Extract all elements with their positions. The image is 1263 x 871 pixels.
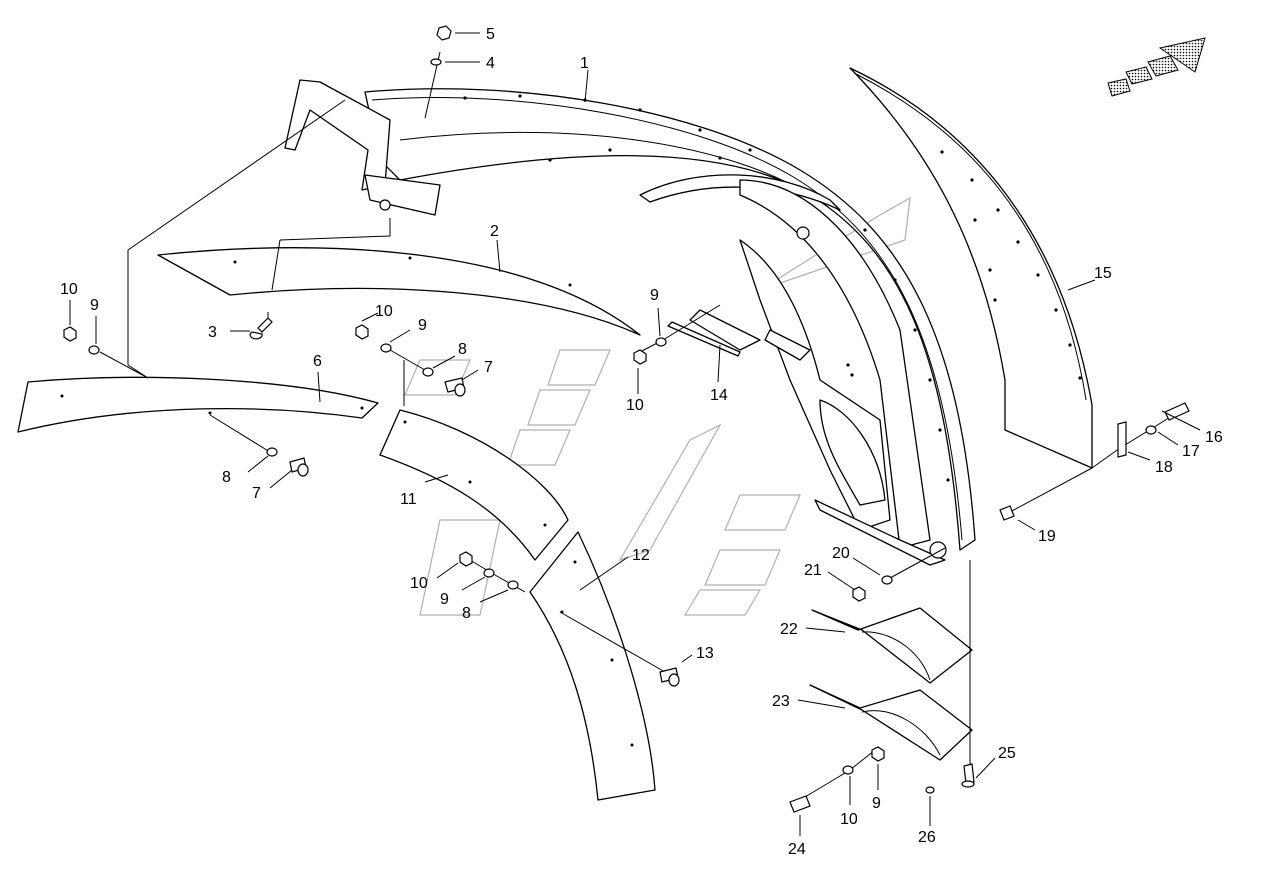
callout-3: 3: [208, 324, 217, 341]
leader-lines: [99, 51, 1186, 801]
callout-10-repeat: 10: [840, 811, 858, 828]
part-12-flap: [529, 531, 656, 801]
callout-2: 2: [490, 223, 499, 240]
callout-8-repeat: 8: [462, 605, 471, 622]
screw-25: [963, 763, 975, 785]
callout-18: 18: [1155, 459, 1173, 476]
callout-17: 17: [1182, 443, 1200, 460]
screw-3: [249, 317, 273, 340]
callout-19: 19: [1038, 528, 1056, 545]
bolt-head-7b: [454, 383, 466, 397]
plate-18: [1117, 421, 1127, 458]
nut-10b: [355, 324, 369, 340]
callout-8-repeat: 8: [458, 341, 467, 358]
callout-20: 20: [832, 545, 850, 562]
bolt-16: [1164, 402, 1190, 421]
fasteners: [63, 25, 1190, 813]
washer-4: [430, 58, 442, 66]
washer-8b: [422, 367, 434, 377]
travel-direction-arrow: [1107, 37, 1206, 97]
callout-23: 23: [772, 693, 790, 710]
callout-10: 10: [60, 281, 78, 298]
callout-10-repeat: 10: [626, 397, 644, 414]
washer-9e: [483, 568, 495, 578]
part-1-main-fender: [284, 79, 976, 566]
part-15-fender-extension: [849, 67, 1093, 469]
part-22-bracket-plate: [811, 607, 973, 684]
screw-head-25: [961, 780, 975, 788]
bolt-head-7c: [297, 463, 309, 477]
callout-1: 1: [580, 55, 589, 72]
part-23-bracket-plate: [809, 684, 973, 761]
callout-15: 15: [1094, 265, 1112, 282]
callout-4: 4: [486, 55, 495, 72]
washer-20: [881, 575, 893, 585]
part-2-mud-flap-upper: [157, 247, 641, 336]
part-11-flap: [379, 409, 569, 561]
part-14-strip: [667, 321, 741, 357]
callout-26: 26: [918, 829, 936, 846]
callout-labels: 1 2 3 4 5 6 7 8 9 10 11 12 13 14 15 16 1…: [60, 26, 1223, 858]
washer-8e: [507, 580, 519, 590]
part-6-flap: [17, 376, 379, 433]
callout-9: 9: [90, 297, 99, 314]
washer-9a: [88, 345, 100, 355]
callout-6: 6: [313, 353, 322, 370]
nut-10e: [459, 551, 473, 567]
callout-9-repeat: 9: [872, 795, 881, 812]
nut-10d: [633, 349, 647, 365]
spacer-19: [999, 505, 1015, 521]
callout-24: 24: [788, 841, 806, 858]
nut-26: [925, 786, 935, 794]
washer-10f: [842, 765, 854, 775]
callout-21: 21: [804, 562, 822, 579]
callout-7: 7: [252, 485, 261, 502]
washer-8c: [266, 447, 278, 457]
callout-10-repeat: 10: [375, 303, 393, 320]
callout-14: 14: [710, 387, 728, 404]
washer-9b: [380, 343, 392, 353]
watermark-logo: [404, 196, 911, 616]
nut-10a: [63, 326, 77, 342]
callout-5: 5: [486, 26, 495, 43]
callout-22: 22: [780, 621, 798, 638]
bolt-head-13: [668, 673, 680, 687]
callout-9-repeat: 9: [418, 317, 427, 334]
nut-9f: [871, 746, 885, 762]
callout-9-repeat: 9: [650, 287, 659, 304]
callout-16: 16: [1205, 429, 1223, 446]
callout-11: 11: [400, 491, 417, 508]
nut-21: [852, 586, 866, 602]
callout-12: 12: [632, 547, 650, 564]
bolt-24: [789, 795, 811, 813]
callout-9-repeat: 9: [440, 591, 449, 608]
washer-17: [1145, 425, 1157, 435]
nut-5: [436, 25, 452, 41]
washer-9d: [655, 337, 667, 347]
callout-25: 25: [998, 745, 1016, 762]
callout-7-repeat: 7: [484, 359, 493, 376]
callout-stubs: [69, 32, 1201, 836]
callout-8: 8: [222, 469, 231, 486]
callout-13: 13: [696, 645, 714, 662]
callout-10-repeat: 10: [410, 575, 428, 592]
